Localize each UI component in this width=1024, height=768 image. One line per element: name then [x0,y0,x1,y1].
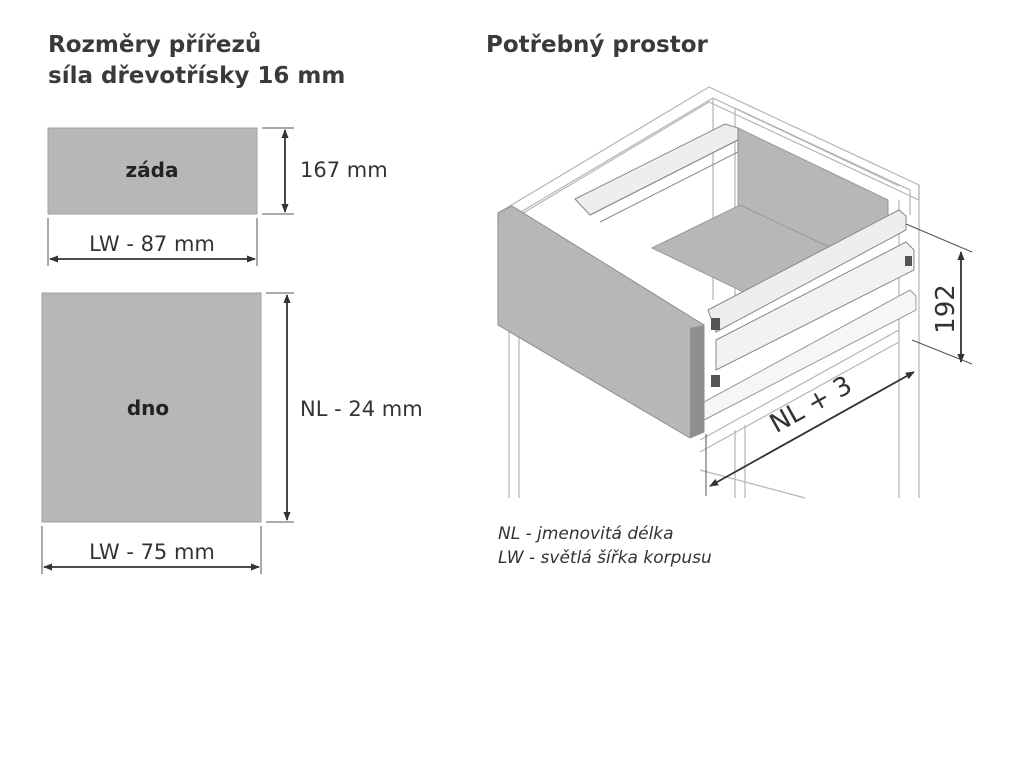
back-panel-width-label: LW - 87 mm [89,232,215,256]
drawer-height-extension-top [905,223,973,253]
legend-lw: LW - světlá šířka korpusu [498,548,712,568]
drawer-height-label: 192 [931,284,961,334]
drawer-depth-arrow [709,371,915,487]
abbreviation-legend: NL - jmenovitá délka LW - světlá šířka k… [498,522,712,570]
cut-dimensions-title: Rozměry přířezů [48,32,262,58]
bottom-panel-height-label: NL - 24 mm [300,397,423,421]
bottom-panel-label: dno [127,396,169,420]
legend-nl: NL - jmenovitá délka [498,524,674,544]
bottom-panel [41,292,262,523]
cut-dimensions-heading: Rozměry přířezů síla dřevotřísky 16 mm [48,30,345,92]
drawer-front-edge [690,325,704,438]
drawer-left-rail [589,139,739,223]
drawer-height-dimension: 192 [905,223,973,365]
cabinet-back-top [734,107,911,215]
bottom-panel-width-label: LW - 75 mm [89,540,215,564]
board-thickness-subtitle: síla dřevotřísky 16 mm [48,63,346,89]
rail-fitting-right [905,256,912,266]
back-panel-group: záda 167 mm LW - 87 mm [47,127,388,266]
bottom-panel-group: dno NL - 24 mm LW - 75 mm [41,292,423,574]
drawer-height-extension-bottom [911,339,973,365]
back-panel-label: záda [126,158,179,182]
drawer-box [497,123,917,439]
drawer-fitting-lower [711,375,720,387]
required-space-heading: Potřebný prostor [486,32,708,58]
back-panel-height-label: 167 mm [300,158,388,182]
drawer-left-side [574,123,739,216]
drawer-right-rail [715,241,915,371]
back-panel [47,127,258,215]
drawer-fitting-upper [711,318,720,330]
